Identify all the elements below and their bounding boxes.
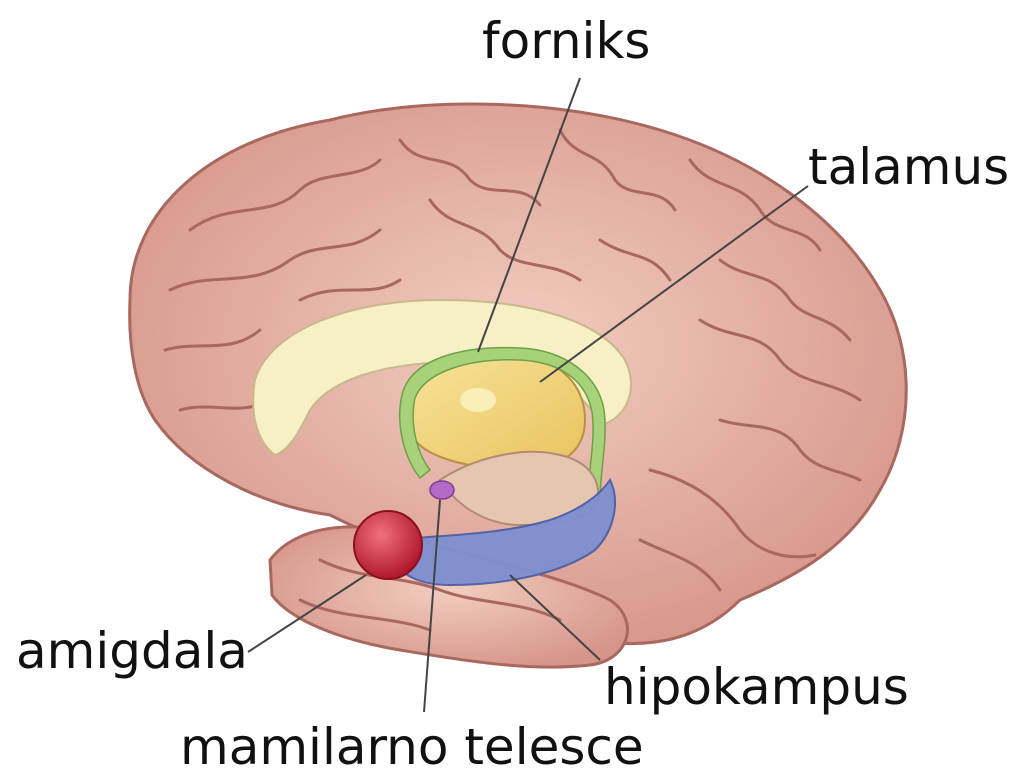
amygdala-label: amigdala [16, 626, 248, 676]
hippocampus-label: hipokampus [604, 662, 909, 712]
amygdala-shape [354, 511, 422, 579]
mammillary-body-shape [430, 481, 454, 499]
thalamus-highlight [460, 388, 496, 412]
fornix-label: forniks [482, 16, 650, 66]
thalamus-label: talamus [808, 142, 1009, 192]
mammillary-body-label: mamilarno telesce [180, 722, 644, 772]
